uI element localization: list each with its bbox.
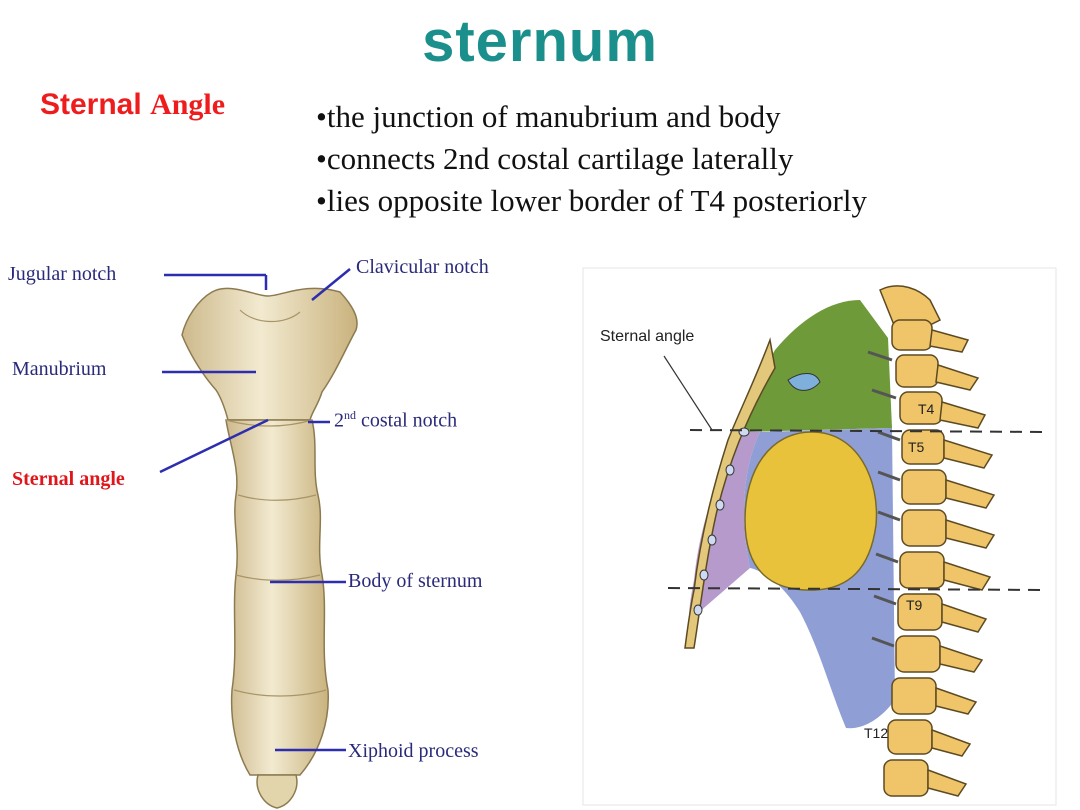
label-sternal-angle: Sternal angle bbox=[12, 468, 125, 490]
label-clavicular-notch: Clavicular notch bbox=[356, 256, 489, 278]
vertebra-label-t9: T9 bbox=[906, 597, 923, 613]
bullet-list: •the junction of manubrium and body •con… bbox=[316, 96, 867, 222]
vertebral-column bbox=[879, 285, 947, 797]
sternum-lateral bbox=[684, 337, 776, 649]
bullet-item: •connects 2nd costal cartilage laterally bbox=[316, 141, 794, 176]
bullet-item: •the junction of manubrium and body bbox=[316, 99, 781, 134]
figure-label-sternal-angle: Sternal angle bbox=[600, 328, 695, 345]
label-body-of-sternum: Body of sternum bbox=[348, 570, 483, 592]
bullet-item: •lies opposite lower border of T4 poster… bbox=[316, 183, 867, 218]
sternum-body-shape bbox=[225, 419, 329, 776]
costal-notch-suffix: costal notch bbox=[356, 409, 458, 432]
vertebra-label-t12: T12 bbox=[864, 725, 888, 741]
costal-notch-prefix: 2 bbox=[334, 409, 344, 432]
leader-lines bbox=[159, 268, 351, 752]
costal-notch-sup: nd bbox=[344, 408, 356, 422]
yellow-region bbox=[744, 431, 878, 591]
xiphoid-shape bbox=[256, 774, 298, 809]
reference-lines bbox=[667, 429, 1051, 591]
green-region bbox=[742, 300, 892, 432]
label-manubrium: Manubrium bbox=[12, 358, 107, 380]
vertebra-label-t5: T5 bbox=[908, 439, 925, 455]
slide-title: sternum bbox=[422, 9, 658, 74]
sternum-illustration bbox=[159, 268, 358, 809]
label-costal-notch: 2nd costal notch bbox=[334, 408, 457, 433]
subtitle: Sternal Angle bbox=[40, 88, 225, 122]
subtitle-part-1: Sternal bbox=[40, 88, 142, 121]
label-jugular-notch: Jugular notch bbox=[8, 263, 117, 285]
label-xiphoid-process: Xiphoid process bbox=[348, 740, 479, 762]
subtitle-part-2: Angle bbox=[150, 88, 226, 121]
blue-region bbox=[744, 428, 895, 729]
vertebra-label-t4: T4 bbox=[918, 401, 935, 417]
manubrium-shape bbox=[181, 287, 358, 421]
purple-region bbox=[689, 432, 760, 620]
sternum-ridges bbox=[225, 309, 327, 697]
